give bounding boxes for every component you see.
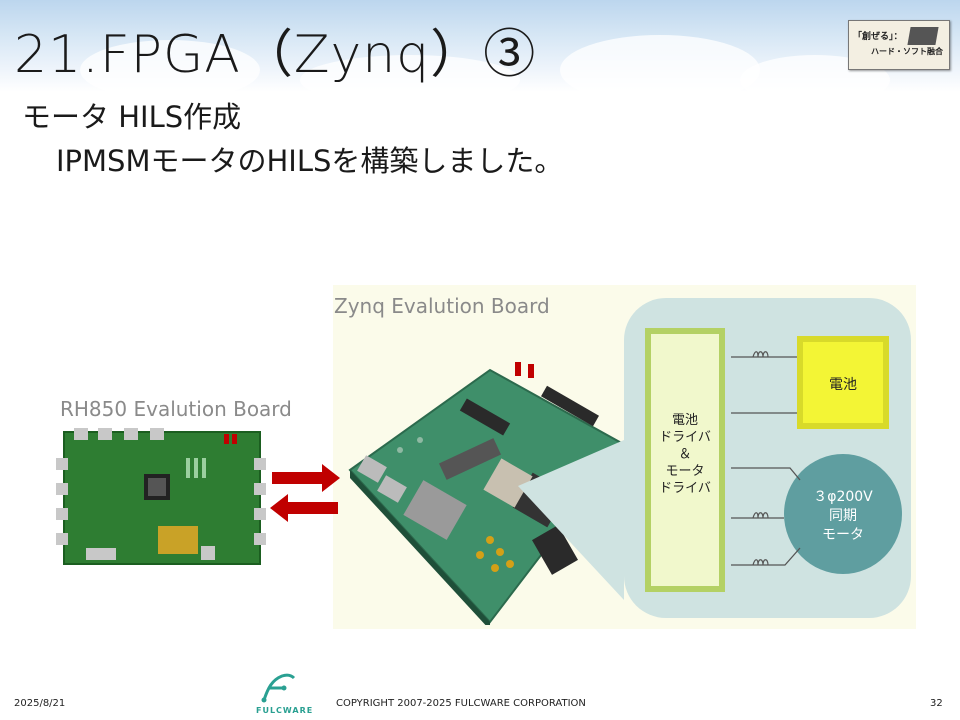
cloud-decoration	[80, 40, 260, 92]
zynq-board-image	[348, 362, 627, 625]
logo-text-line1: 「創ぜる」：	[853, 32, 903, 42]
rh850-board-image	[56, 428, 266, 565]
rh850-board-label: RH850 Evalution Board	[60, 397, 292, 421]
company-logo-badge: 「創ぜる」： ハード・ソフト融合	[848, 20, 950, 70]
arrow-left-icon	[270, 494, 338, 522]
battery-block	[797, 336, 889, 429]
cloud-decoration	[560, 35, 760, 92]
logo-text-line2: ハード・ソフト融合	[871, 47, 943, 56]
cloud-decoration	[300, 55, 520, 92]
driver-label: 電池 ドライバ ＆ モータ ドライバ	[659, 413, 711, 496]
fulcware-brand-text: FULCWARE	[256, 706, 314, 715]
zynq-board-label: Zynq Evalution Board	[334, 294, 550, 318]
motor-label: ３φ200V 同期 モータ	[813, 489, 873, 543]
prototype-area	[158, 526, 198, 554]
page-number: 32	[930, 698, 943, 709]
motor-circle	[784, 454, 902, 574]
communication-arrows	[270, 464, 340, 522]
subtitle-description: IPMSMモータのHILSを構築しました。	[56, 144, 564, 178]
arrow-right-icon	[272, 464, 340, 492]
fulcware-logo-icon	[261, 673, 296, 703]
header-banner	[0, 0, 960, 92]
battery-label: 電池	[829, 377, 857, 393]
footer-date: 2025/8/21	[14, 698, 66, 709]
chip-icon	[907, 27, 939, 45]
slide-title: 21.FPGA（Zynq）③	[14, 25, 537, 85]
driver-block	[645, 328, 725, 592]
subtitle-heading: モータ HILS作成	[22, 100, 242, 134]
footer-copyright: COPYRIGHT 2007-2025 FULCWARE CORPORATION	[336, 698, 586, 709]
